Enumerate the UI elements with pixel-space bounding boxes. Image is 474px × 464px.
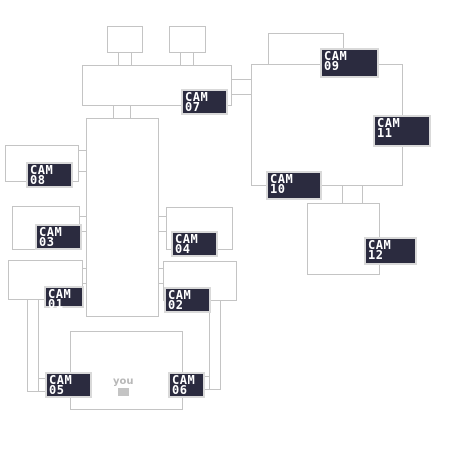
room-office: [70, 331, 183, 410]
you-label: you: [113, 376, 134, 387]
connector-left-lower: [82, 268, 87, 284]
cam-12-label: CAM: [368, 238, 392, 252]
cam-01-number: 01: [48, 297, 64, 311]
hallway-west: [27, 299, 39, 392]
cam-02-number: 02: [168, 298, 184, 312]
connector-right-lower: [342, 185, 363, 204]
cam-09-number: 09: [324, 59, 340, 73]
cam-07-number: 07: [185, 100, 201, 114]
cam-06-number: 06: [172, 383, 188, 397]
cam-03-number: 03: [39, 235, 55, 249]
cam-06-label: CAM: [172, 373, 196, 387]
hallway-east: [209, 300, 221, 390]
connector-stage-right: [231, 79, 252, 95]
cam-03-label: CAM: [39, 225, 63, 239]
connector-top-left-stem: [118, 52, 132, 66]
cam-08-number: 08: [30, 173, 46, 187]
cam-11-number: 11: [377, 126, 393, 140]
room-top-left-box: [107, 26, 143, 53]
cam-01-label: CAM: [48, 287, 72, 301]
cam-11-label: CAM: [377, 116, 401, 130]
cam-10-label: CAM: [270, 172, 294, 186]
connector-left-top: [78, 150, 87, 172]
connector-mid-right-lower: [158, 268, 164, 284]
cam-05-number: 05: [49, 383, 65, 397]
cam-08-label: CAM: [30, 163, 54, 177]
connector-top-right-stem: [180, 52, 194, 66]
connector-stage-hall: [113, 105, 131, 119]
connector-mid-right-upper: [158, 216, 167, 232]
cam-09-label: CAM: [324, 49, 348, 63]
cam-04-number: 04: [175, 242, 191, 256]
cam-02-label: CAM: [168, 288, 192, 302]
cam-05-label: CAM: [49, 373, 73, 387]
room-top-right-box: [169, 26, 206, 53]
cam-04-label: CAM: [175, 232, 199, 246]
cam-10-number: 10: [270, 182, 286, 196]
cam-07-label: CAM: [185, 90, 209, 104]
room-central-hall: [86, 118, 159, 317]
you-marker: [118, 388, 129, 396]
cam-12-number: 12: [368, 248, 384, 262]
